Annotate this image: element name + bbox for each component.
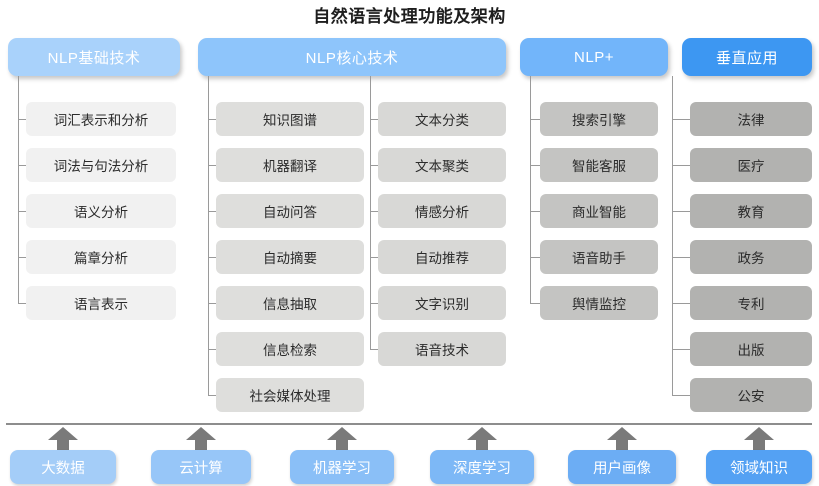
page-title: 自然语言处理功能及架构 <box>313 7 506 26</box>
item-box[interactable]: 商业智能 <box>540 194 658 228</box>
item-box[interactable]: 词法与句法分析 <box>26 148 176 182</box>
connector-stub <box>672 165 690 166</box>
item-box[interactable]: 公安 <box>690 378 812 412</box>
column-header-nlp-basic[interactable]: NLP基础技术 <box>8 38 180 76</box>
arrow-up-icon <box>744 427 774 440</box>
item-box[interactable]: 信息抽取 <box>216 286 364 320</box>
arrow-shaft <box>753 439 765 451</box>
item-box[interactable]: 语音助手 <box>540 240 658 274</box>
arrow-shaft <box>195 439 207 451</box>
connector-stub <box>530 211 540 212</box>
foundation-arrow <box>467 427 497 451</box>
arrow-shaft <box>336 439 348 451</box>
connector-stub <box>672 349 690 350</box>
arrow-up-icon <box>467 427 497 440</box>
connector-stub <box>672 257 690 258</box>
connector-stub <box>208 119 216 120</box>
arrow-shaft <box>476 439 488 451</box>
foundation-box[interactable]: 云计算 <box>151 450 251 484</box>
item-box[interactable]: 语音技术 <box>378 332 506 366</box>
arrow-up-icon <box>48 427 78 440</box>
item-box[interactable]: 专利 <box>690 286 812 320</box>
foundation-arrow <box>607 427 637 451</box>
connector-stub <box>18 257 26 258</box>
item-box[interactable]: 自动摘要 <box>216 240 364 274</box>
item-box[interactable]: 自动推荐 <box>378 240 506 274</box>
arrow-up-icon <box>186 427 216 440</box>
connector-stub <box>18 119 26 120</box>
connector-stub <box>672 119 690 120</box>
connector-trunk-nlp-core-0 <box>208 76 209 395</box>
connector-stub <box>208 211 216 212</box>
column-header-nlp-core[interactable]: NLP核心技术 <box>198 38 506 76</box>
connector-stub <box>370 303 378 304</box>
item-box[interactable]: 词汇表示和分析 <box>26 102 176 136</box>
foundation-box[interactable]: 大数据 <box>10 450 116 484</box>
connector-stub <box>18 303 26 304</box>
item-box[interactable]: 语言表示 <box>26 286 176 320</box>
item-box[interactable]: 教育 <box>690 194 812 228</box>
connector-trunk-nlp-basic-0 <box>18 76 19 303</box>
connector-stub <box>370 119 378 120</box>
connector-stub <box>208 165 216 166</box>
foundation-box[interactable]: 领域知识 <box>706 450 812 484</box>
arrow-shaft <box>616 439 628 451</box>
connector-stub <box>672 303 690 304</box>
item-box[interactable]: 政务 <box>690 240 812 274</box>
item-box[interactable]: 医疗 <box>690 148 812 182</box>
foundation-arrow <box>48 427 78 451</box>
item-box[interactable]: 知识图谱 <box>216 102 364 136</box>
foundation-box[interactable]: 机器学习 <box>290 450 394 484</box>
column-header-nlp-plus[interactable]: NLP+ <box>520 38 668 76</box>
foundation-arrow <box>744 427 774 451</box>
connector-trunk-nlp-core-1 <box>370 76 371 349</box>
foundation-arrow <box>327 427 357 451</box>
connector-stub <box>370 211 378 212</box>
connector-stub <box>672 395 690 396</box>
connector-stub <box>18 165 26 166</box>
arrow-up-icon <box>327 427 357 440</box>
connector-stub <box>370 165 378 166</box>
foundation-box[interactable]: 深度学习 <box>430 450 534 484</box>
connector-stub <box>208 395 216 396</box>
item-box[interactable]: 文本分类 <box>378 102 506 136</box>
arrow-up-icon <box>607 427 637 440</box>
connector-trunk-vertical-apps-0 <box>672 76 673 395</box>
connector-stub <box>18 211 26 212</box>
foundation-box[interactable]: 用户画像 <box>568 450 676 484</box>
item-box[interactable]: 文本聚类 <box>378 148 506 182</box>
connector-stub <box>530 303 540 304</box>
item-box[interactable]: 出版 <box>690 332 812 366</box>
connector-stub <box>672 211 690 212</box>
foundation-arrow <box>186 427 216 451</box>
item-box[interactable]: 智能客服 <box>540 148 658 182</box>
item-box[interactable]: 自动问答 <box>216 194 364 228</box>
arrow-shaft <box>57 439 69 451</box>
item-box[interactable]: 篇章分析 <box>26 240 176 274</box>
item-box[interactable]: 机器翻译 <box>216 148 364 182</box>
item-box[interactable]: 文字识别 <box>378 286 506 320</box>
connector-stub <box>530 119 540 120</box>
connector-stub <box>208 257 216 258</box>
connector-stub <box>208 303 216 304</box>
connector-stub <box>370 349 378 350</box>
item-box[interactable]: 法律 <box>690 102 812 136</box>
connector-stub <box>208 349 216 350</box>
item-box[interactable]: 搜索引擎 <box>540 102 658 136</box>
item-box[interactable]: 社会媒体处理 <box>216 378 364 412</box>
foundation-divider <box>6 423 812 425</box>
connector-stub <box>370 257 378 258</box>
item-box[interactable]: 情感分析 <box>378 194 506 228</box>
item-box[interactable]: 语义分析 <box>26 194 176 228</box>
column-header-vertical-apps[interactable]: 垂直应用 <box>682 38 812 76</box>
connector-trunk-nlp-plus-0 <box>530 76 531 303</box>
item-box[interactable]: 舆情监控 <box>540 286 658 320</box>
item-box[interactable]: 信息检索 <box>216 332 364 366</box>
connector-stub <box>530 257 540 258</box>
connector-stub <box>530 165 540 166</box>
